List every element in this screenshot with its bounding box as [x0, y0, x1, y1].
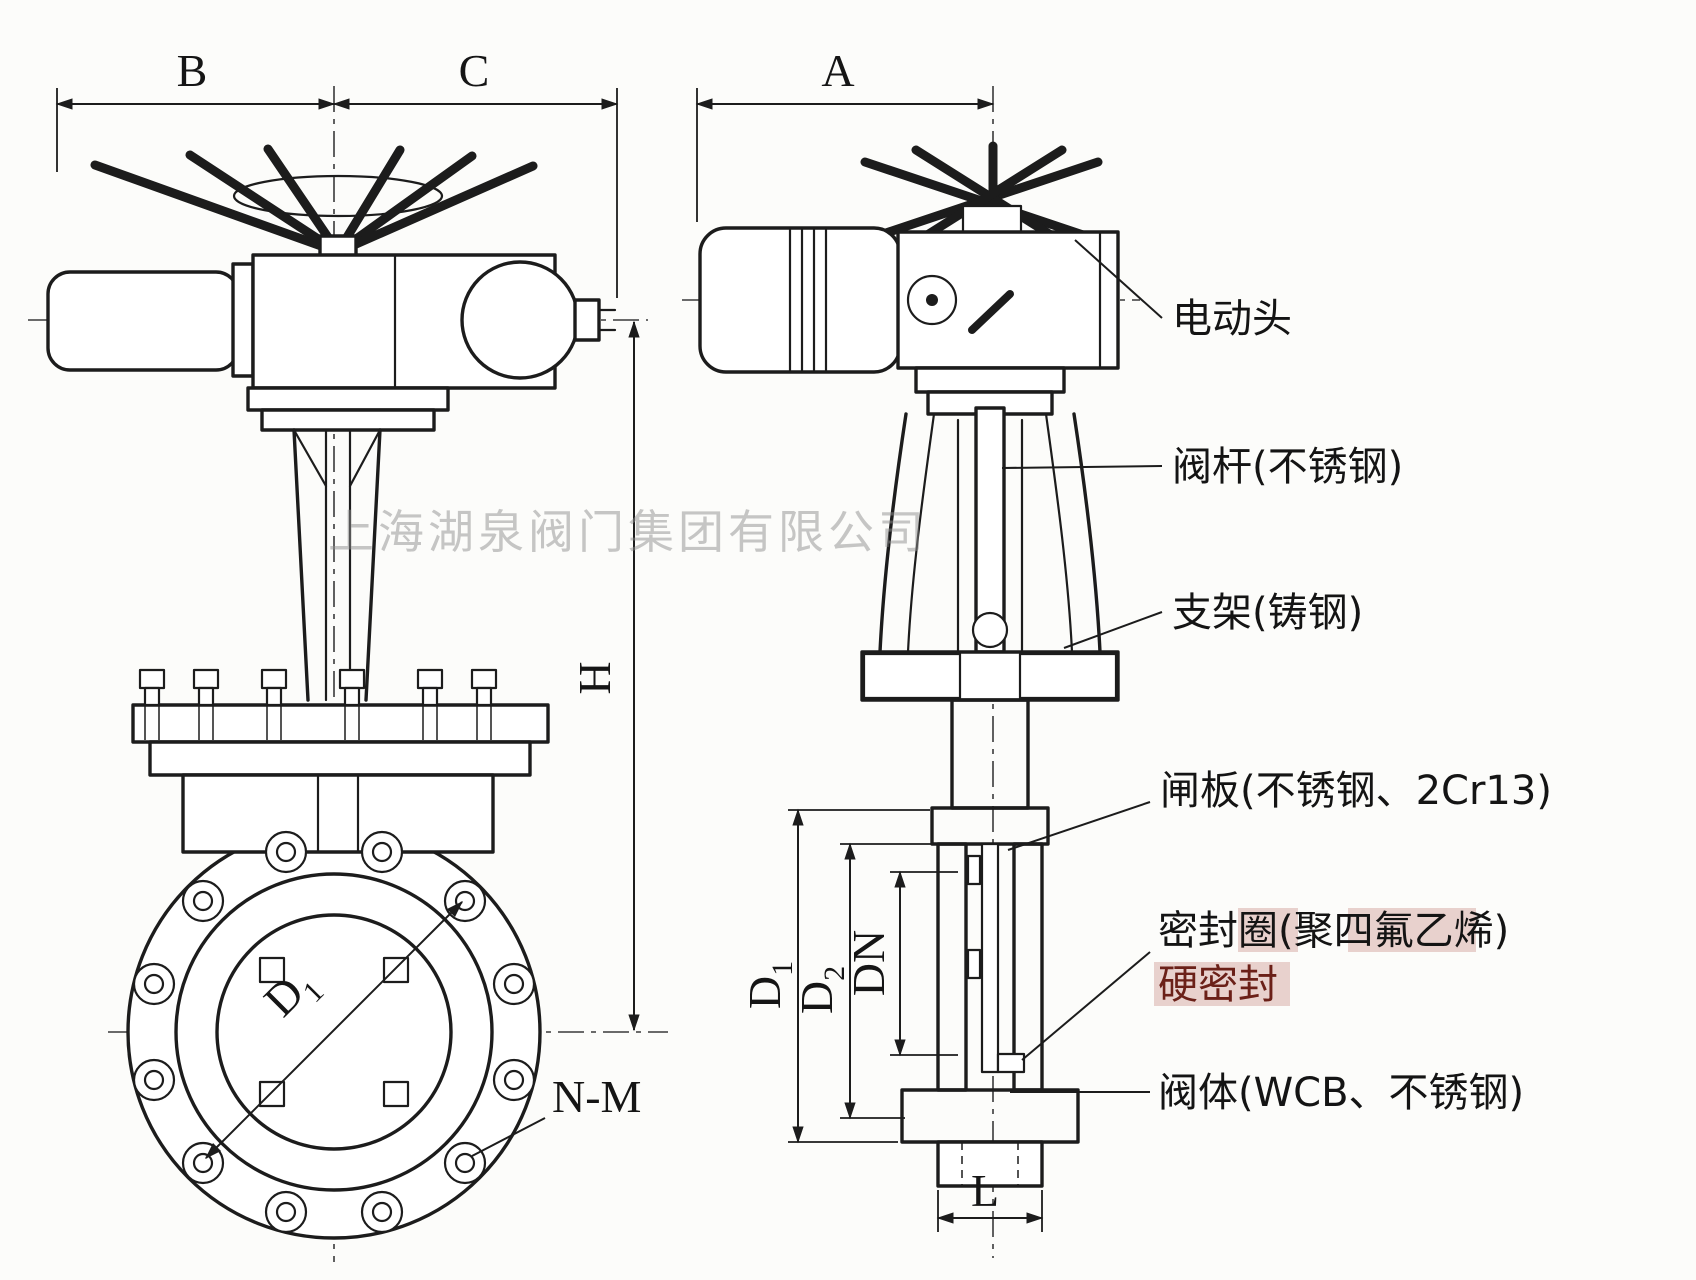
side-dimensions: A D1 D2 DN L — [695, 45, 1044, 1232]
gland-studs — [144, 705, 492, 740]
stem-rod — [974, 406, 1006, 654]
bracket-leader — [1063, 611, 1163, 649]
body-side — [900, 806, 1080, 1188]
front-view: D1 — [28, 86, 668, 1262]
actuator-front — [46, 253, 617, 432]
gate-leader — [1007, 801, 1151, 851]
stem-nut — [971, 611, 1009, 649]
flange-bolt-circle — [174, 872, 494, 1192]
packing-box — [950, 698, 1030, 810]
gland-bolts — [138, 668, 498, 707]
actuator-handwheel-circle — [460, 260, 580, 380]
label-bracket: 支架(铸钢) — [1172, 590, 1363, 636]
bracket-side — [860, 406, 1120, 702]
dim-c-label: C — [459, 45, 490, 96]
handwheel-front — [90, 144, 538, 264]
label-seal-line2: 硬密封 — [1158, 962, 1278, 1008]
dim-d1-label: D1 — [739, 961, 799, 1009]
dim-h-label: H — [569, 661, 620, 694]
actuator-side — [698, 226, 1120, 416]
bottom-flange — [900, 1088, 1080, 1144]
yoke-front — [292, 428, 382, 702]
watermark-text: 上海湖泉阀门集团有限公司 — [328, 505, 928, 559]
red-stamp-mark-2 — [1348, 908, 1476, 952]
front-dimensions: B C H N-M — [55, 45, 641, 1157]
bonnet-front — [131, 668, 550, 854]
stem-leader — [1001, 465, 1163, 469]
label-body: 阀体(WCB、不锈钢) — [1158, 1070, 1524, 1116]
red-stamp-mark-1 — [1238, 908, 1298, 952]
red-stamp-mark-3 — [1154, 962, 1290, 1006]
seat-ring — [936, 1140, 1044, 1188]
gate-plate — [980, 842, 1000, 1074]
label-actuator: 电动头 — [1172, 296, 1292, 342]
handwheel-side — [860, 141, 1103, 247]
dim-l-label: L — [971, 1165, 999, 1216]
seal-ring — [996, 1052, 1026, 1074]
dim-d2-label: D2 — [791, 966, 851, 1014]
nm-leader-line — [471, 1117, 546, 1157]
label-gate: 闸板(不锈钢、2Cr13) — [1160, 768, 1552, 814]
label-seal-line1: 密封圈(聚四氟乙烯) — [1158, 908, 1509, 954]
label-stem: 阀杆(不锈钢) — [1172, 444, 1403, 490]
dim-b-label: B — [177, 45, 208, 96]
side-view — [682, 86, 1140, 1258]
dim-nm-label: N-M — [552, 1071, 641, 1122]
part-labels: 电动头 阀杆(不锈钢) 支架(铸钢) 闸板(不锈钢、2Cr13) 密封圈(聚四氟… — [1001, 239, 1552, 1116]
dim-a-label: A — [821, 45, 854, 96]
dim-dn-label: DN — [843, 930, 894, 996]
bonnet-box — [181, 773, 495, 854]
actuator-leader — [1074, 239, 1163, 319]
seal-leader — [1021, 951, 1151, 1061]
declutch-lever — [968, 290, 1014, 334]
